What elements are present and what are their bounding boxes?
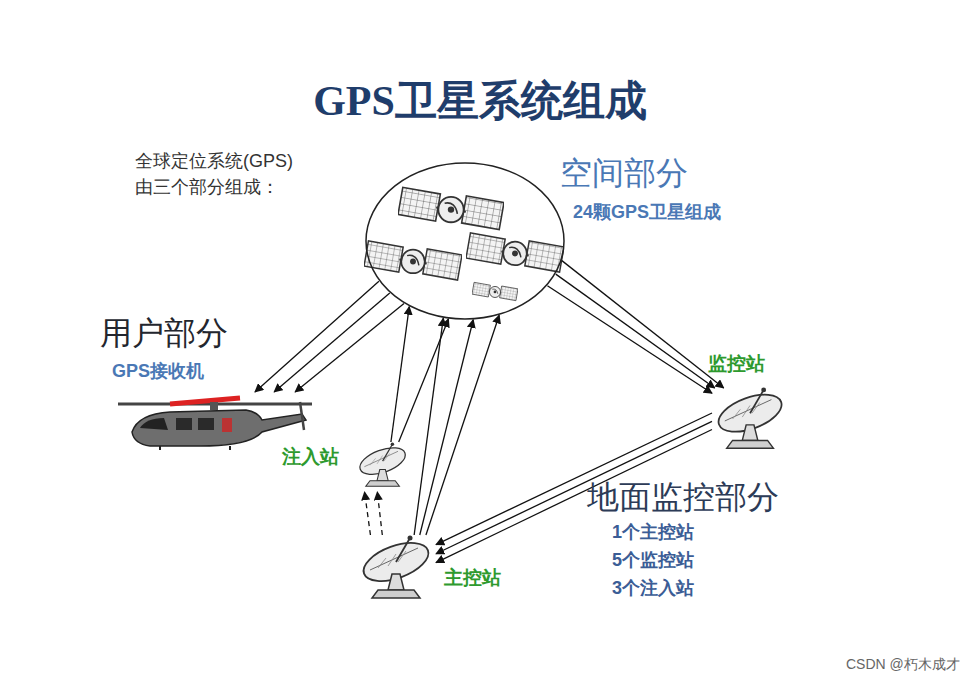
master-dish xyxy=(359,535,434,598)
segment-note: GPS接收机 xyxy=(112,361,204,383)
monitor-station: 监控站 xyxy=(712,388,792,454)
signal-arrow xyxy=(556,274,715,388)
station-label: 注入站 xyxy=(282,446,339,469)
satellite xyxy=(466,233,564,272)
count-item: 3个注入站 xyxy=(612,578,694,600)
station-label: 监控站 xyxy=(708,353,765,376)
signal-arrow xyxy=(547,286,712,394)
count-item: 5个监控站 xyxy=(612,550,694,572)
intro-note: 全球定位系统(GPS) 由三个部分组成： xyxy=(135,148,313,200)
signal-arrow xyxy=(436,413,712,545)
injection-station: 注入站 xyxy=(358,442,410,492)
diagram-title: GPS卫星系统组成 xyxy=(313,76,647,126)
monitor-dish xyxy=(714,387,787,448)
segment-heading: 地面监控部分 xyxy=(587,478,779,516)
signal-arrow xyxy=(274,293,390,392)
signal-arrow xyxy=(420,320,473,535)
segment-heading: 空间部分 xyxy=(560,154,688,192)
satellite xyxy=(364,241,462,280)
signal-arrow xyxy=(365,492,371,535)
watermark: CSDN @朽木成才 xyxy=(846,656,960,673)
segment-note: 24颗GPS卫星组成 xyxy=(573,202,721,224)
region-outline xyxy=(365,162,565,320)
signal-arrow xyxy=(255,281,379,392)
satellite xyxy=(472,282,518,300)
signal-arrow xyxy=(562,261,724,388)
signal-arrow xyxy=(414,318,443,535)
satellite xyxy=(398,187,504,229)
injection-dish xyxy=(356,442,408,486)
region-ellipse xyxy=(366,163,564,319)
space-segment: 空间部分24颗GPS卫星组成 xyxy=(365,162,565,320)
user-segment: 用户部分GPS接收机 xyxy=(118,392,318,450)
master-station: 主控站 xyxy=(360,535,436,605)
signal-arrow xyxy=(295,304,404,392)
signal-arrow xyxy=(399,319,449,442)
count-item: 1个主控站 xyxy=(612,522,694,544)
segment-heading: 用户部分 xyxy=(100,314,228,352)
station-label: 主控站 xyxy=(444,567,501,590)
signal-arrow xyxy=(377,492,382,535)
helicopter xyxy=(118,398,312,450)
satellites xyxy=(364,187,564,300)
